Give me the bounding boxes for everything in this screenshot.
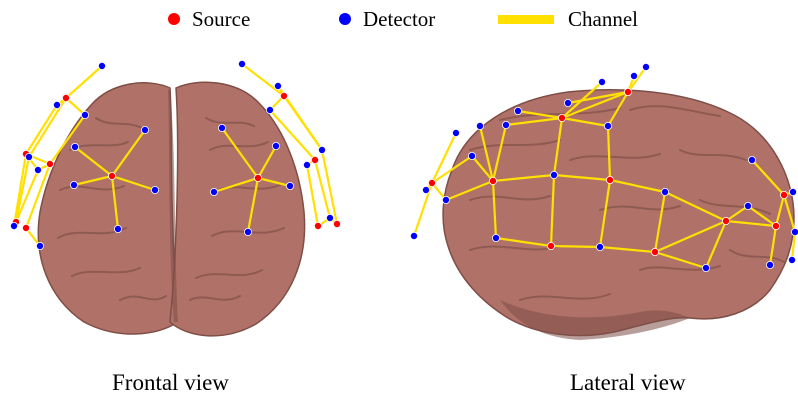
source-optode <box>780 191 787 198</box>
frontal-brain <box>38 82 304 336</box>
detector-optode <box>598 78 605 85</box>
source-optode <box>558 114 565 121</box>
detector-optode <box>702 264 709 271</box>
source-optode <box>62 94 69 101</box>
detector-optode <box>514 107 521 114</box>
detector-optode <box>422 186 429 193</box>
detector-optode <box>326 214 333 221</box>
detector-optode <box>53 101 60 108</box>
detector-optode <box>210 188 217 195</box>
channel-line <box>242 64 284 96</box>
frontal-left-hemisphere <box>38 83 180 334</box>
detector-optode <box>748 156 755 163</box>
detector-optode <box>502 121 509 128</box>
detector-optode <box>744 202 751 209</box>
detector-optode <box>468 152 475 159</box>
detector-optode <box>238 60 245 67</box>
channel-line <box>66 66 102 98</box>
detector-optode <box>10 222 17 229</box>
detector-optode <box>788 256 795 263</box>
detector-optode <box>272 142 279 149</box>
detector-optode <box>550 171 557 178</box>
detector-optode <box>141 126 148 133</box>
detector-optode <box>70 181 77 188</box>
detector-optode <box>642 63 649 70</box>
detector-optode <box>25 153 32 160</box>
detector-optode <box>303 161 310 168</box>
detector-optode <box>151 186 158 193</box>
detector-optode <box>266 106 273 113</box>
source-optode <box>254 174 261 181</box>
detector-optode <box>36 242 43 249</box>
caption-lateral-view: Lateral view <box>570 370 686 396</box>
detector-optode <box>98 62 105 69</box>
detector-optode <box>218 124 225 131</box>
detector-optode <box>71 143 78 150</box>
source-optode <box>311 156 318 163</box>
detector-optode <box>244 228 251 235</box>
detector-optode <box>791 228 798 235</box>
source-optode <box>606 176 613 183</box>
source-optode <box>46 160 53 167</box>
detector-optode <box>318 146 325 153</box>
detector-optode <box>766 261 773 268</box>
source-optode <box>314 222 321 229</box>
channel-line <box>315 160 330 218</box>
detector-optode <box>564 99 571 106</box>
detector-optode <box>630 72 637 79</box>
channel-line <box>628 67 646 92</box>
channel-line <box>26 105 57 154</box>
source-optode <box>280 92 287 99</box>
source-optode <box>108 172 115 179</box>
source-optode <box>547 242 554 249</box>
detector-optode <box>604 122 611 129</box>
source-optode <box>22 224 29 231</box>
source-optode <box>624 88 631 95</box>
detector-optode <box>81 111 88 118</box>
detector-optode <box>114 225 121 232</box>
source-optode <box>651 248 658 255</box>
source-optode <box>772 222 779 229</box>
detector-optode <box>492 234 499 241</box>
detector-optode <box>596 243 603 250</box>
detector-optode <box>274 82 281 89</box>
detector-optode <box>34 166 41 173</box>
detector-optode <box>410 232 417 239</box>
detector-optode <box>286 182 293 189</box>
source-optode <box>489 177 496 184</box>
channel-line <box>16 157 29 222</box>
channel-line <box>551 246 600 247</box>
detector-optode <box>442 196 449 203</box>
channel-line <box>307 165 318 226</box>
detector-optode <box>452 129 459 136</box>
source-optode <box>722 217 729 224</box>
caption-frontal-view: Frontal view <box>112 370 229 396</box>
detector-optode <box>661 188 668 195</box>
source-optode <box>428 179 435 186</box>
detector-optode <box>789 188 796 195</box>
source-optode <box>333 220 340 227</box>
detector-optode <box>476 122 483 129</box>
